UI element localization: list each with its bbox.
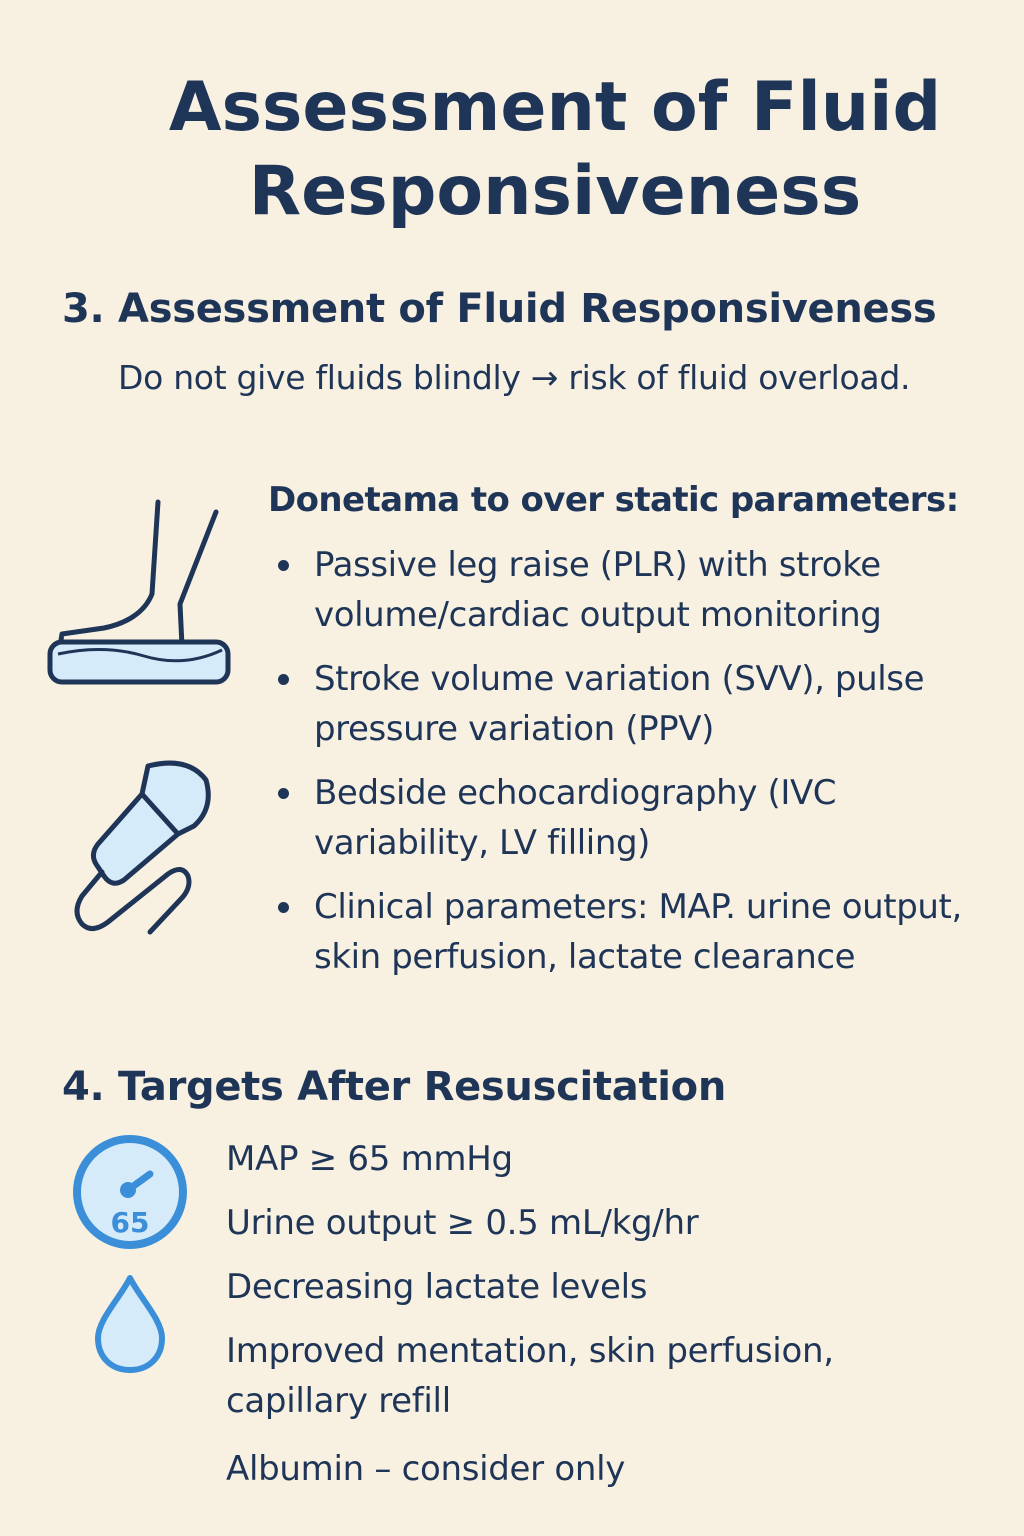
page-title-line-1: Assessment of Fluid (168, 68, 942, 147)
section-4-heading: 4. Targets After Resuscitation (62, 1064, 727, 1110)
target-item: Decreasing lactate levels (226, 1267, 648, 1307)
parameter-list: Passive leg raise (PLR) with stroke volu… (274, 540, 1014, 996)
list-item: Passive leg raise (PLR) with stroke volu… (274, 540, 1014, 640)
fluid-drop-icon (95, 1275, 165, 1373)
page-title: Assessment of Fluid Responsiveness (90, 66, 1020, 234)
page-title-line-2: Responsiveness (248, 152, 862, 231)
leg-raise-icon (47, 499, 231, 685)
bullet-dot (278, 674, 289, 685)
bullet-dot (278, 560, 289, 571)
target-item: MAP ≥ 65 mmHg (226, 1139, 513, 1179)
list-item: Clinical parameters: MAP. urine output, … (274, 882, 1014, 982)
target-item: Albumin – consider only (226, 1449, 626, 1489)
gauge-value: 65 (111, 1206, 150, 1239)
bullet-dot (278, 902, 289, 913)
ultrasound-probe-icon (74, 760, 211, 935)
list-item: Stroke volume variation (SVV), pulse pre… (274, 654, 1014, 754)
section-3-subheading: Donetama to over static parameters: (268, 480, 959, 520)
target-item: Improved mentation, skin perfusion, capi… (226, 1331, 834, 1421)
section-3-heading: 3. Assessment of Fluid Responsiveness (62, 286, 937, 332)
bullet-dot (278, 788, 289, 799)
list-item: Bedside echocardiography (IVC variabilit… (274, 768, 1014, 868)
target-item: Urine output ≥ 0.5 mL/kg/hr (226, 1203, 699, 1243)
blood-pressure-gauge-icon: 65 (73, 1135, 187, 1249)
targets-list: MAP ≥ 65 mmHg Urine output ≥ 0.5 mL/kg/h… (226, 1134, 1006, 1494)
section-3-intro: Do not give fluids blindly → risk of flu… (118, 358, 911, 397)
